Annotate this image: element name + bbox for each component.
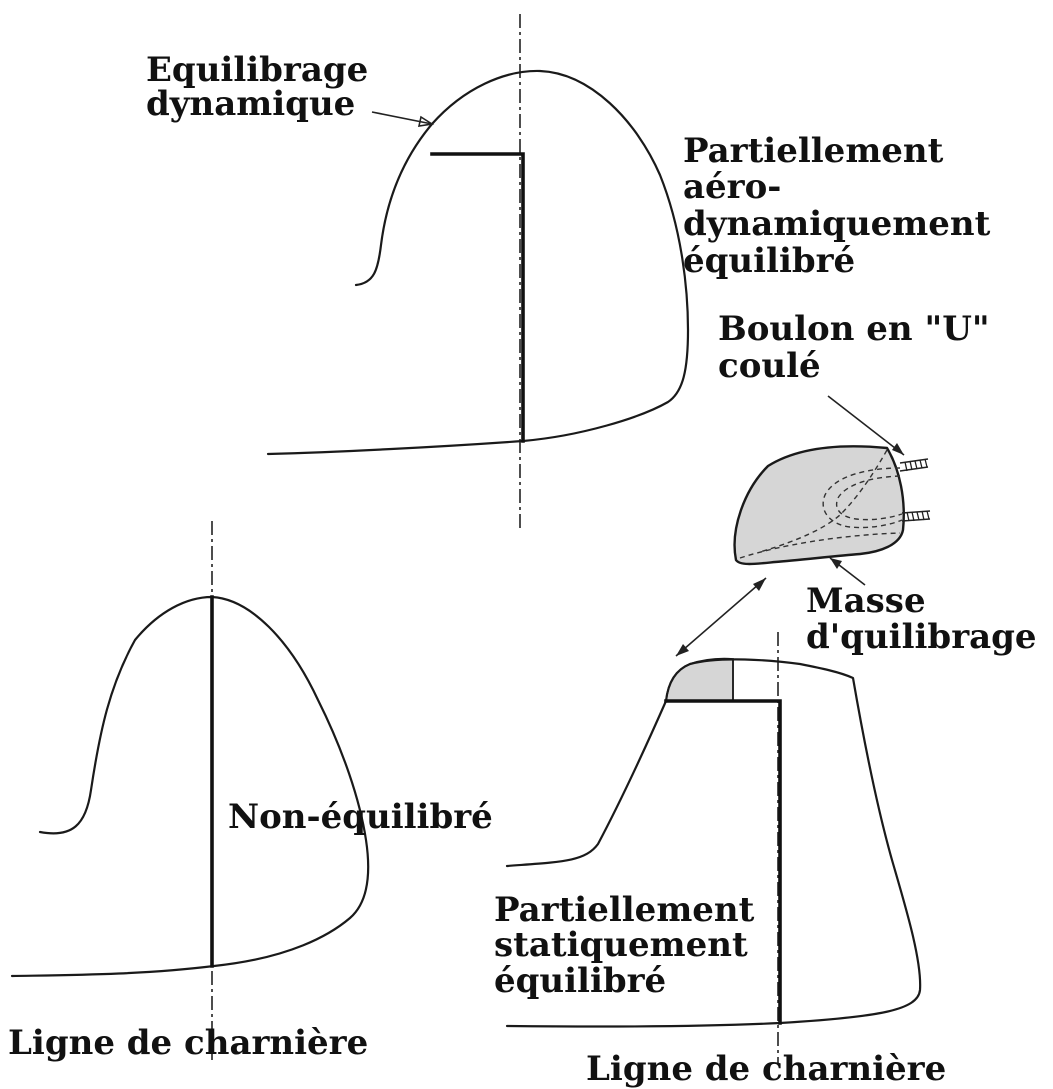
label-partially-aero-balanced: Partiellement aéro- dynamiquement équili… [683,131,1002,281]
label-aero-line-4: équilibré [683,241,855,281]
u-bolt-upper-thread [899,458,929,472]
label-unbalanced: Non-équilibré [228,797,493,837]
hinge-spar-top [430,152,525,443]
label-static-line-1: Partiellement [494,890,755,930]
surface-outline-top [266,69,690,456]
surface-outline-left [10,595,370,978]
leader-u-bolt [827,395,905,456]
leader-u-bolt-arrowhead [892,443,904,455]
leader-dynamic-balance-arrowhead [417,115,435,127]
u-bolt-lower-thread [901,510,931,522]
label-u-bolt: Boulon en "U" coulé [718,309,1001,386]
label-u-bolt-line-2: coulé [718,346,821,386]
label-aero-line-1: Partiellement [683,131,944,171]
leader-balance-mass-arrowhead [830,558,842,569]
label-hinge-line-left: Ligne de charnière [8,1023,368,1063]
mass-hidden-edge-1 [739,532,901,559]
label-balance-mass-line-1: Masse [806,581,926,621]
dynamic-balance-figure [266,14,690,528]
label-dynamic-balance-line-2: dynamique [146,84,355,124]
label-hinge-line-right: Ligne de charnière [586,1049,946,1089]
label-balance-mass-line-2: d'quilibrage [806,617,1037,657]
balance-mass-part [733,395,931,586]
mass-hidden-edge-2 [759,449,888,553]
mass-link-arrowhead-top [753,578,766,591]
label-dynamic-balance-line-1: Equilibrage [146,50,368,90]
label-static-line-3: équilibré [494,961,666,1001]
unbalanced-figure [10,521,370,1063]
u-bolt-hidden-loop-inner [836,475,903,521]
surface-outline-right [505,658,922,1028]
mass-pocket [664,657,734,702]
label-u-bolt-line-1: Boulon en "U" [718,309,990,349]
leader-dynamic-balance [371,111,433,125]
label-partially-static-balanced: Partiellement statiquement équilibré [494,890,766,1001]
label-balance-mass: Masse d'quilibrage [806,581,1037,657]
label-aero-line-3: dynamiquement [683,204,991,244]
balance-mass-body [733,445,905,566]
mass-link-arrowhead-bottom [676,644,689,656]
mass-link-arrow-line [675,577,767,657]
static-balance-figure [505,577,922,1063]
label-static-line-2: statiquement [494,925,748,965]
label-aero-line-2: aéro- [683,167,781,207]
hinge-spar-right [664,699,782,1025]
u-bolt-hidden-loop [822,467,903,529]
label-dynamic-balance: Equilibrage dynamique [146,50,380,124]
